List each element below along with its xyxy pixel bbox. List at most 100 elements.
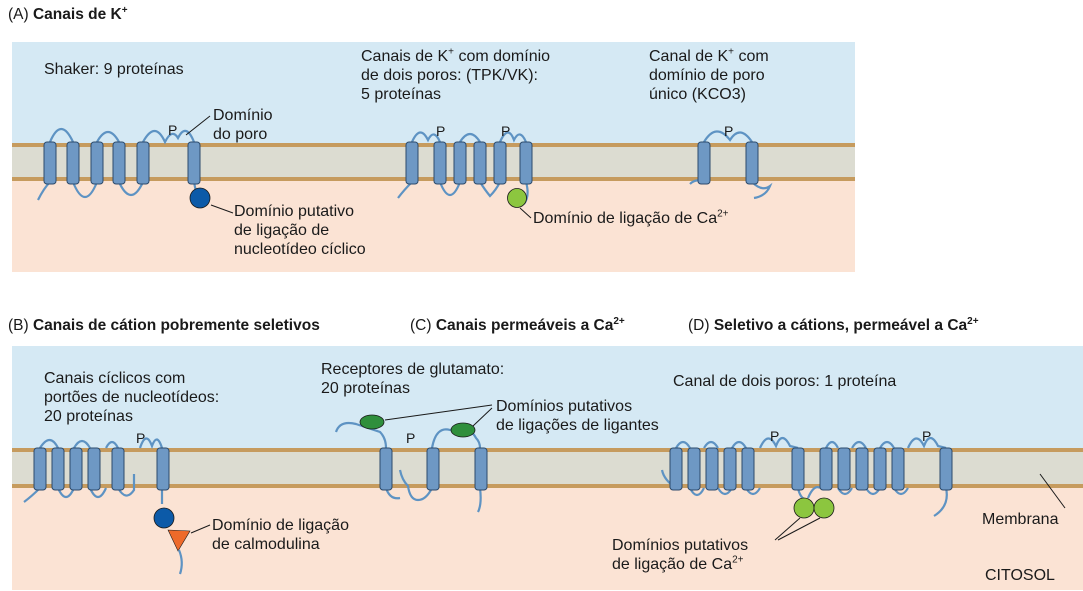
panel-a-extracellular <box>12 42 855 145</box>
tpc-helix-11 <box>891 447 905 491</box>
pore-domain-line1: Domínio <box>213 107 273 124</box>
tpk-calcium-domain <box>507 188 527 208</box>
cng-line1: Canais cíclicos com <box>44 370 186 387</box>
cng-channel-loops <box>23 437 164 504</box>
glutamate-helices <box>379 447 488 491</box>
shaker-loops <box>37 127 198 201</box>
panel-b-title: Canais de cátion pobremente seletivos <box>32 317 320 334</box>
pore-marker-shaker: P <box>168 122 178 138</box>
tpk-line1-sup: + <box>448 46 455 58</box>
panel-b-letter: (B) <box>8 317 29 334</box>
panel-d-heading: (D) Seletivo a cátions, permeável a Ca2+ <box>688 315 979 335</box>
cng-helix-3 <box>69 447 83 491</box>
shaker-helix-s1 <box>43 141 57 185</box>
ca-binding-leader <box>519 207 532 219</box>
cng-helices <box>33 447 170 491</box>
membrane-leader <box>1039 473 1066 509</box>
cng-helix-2 <box>51 447 65 491</box>
cytosol-label: CITOSOL <box>985 567 1055 584</box>
ligand-binding-domain-2 <box>450 422 476 438</box>
tpk-line3: 5 proteínas <box>361 86 442 103</box>
panel-bcd-membrane-bottom-edge <box>12 484 1083 488</box>
tpc-helix-9 <box>855 447 869 491</box>
kco3-helices <box>697 141 759 185</box>
tpk-helix-5 <box>493 141 507 185</box>
panel-a-title: Canais de K <box>32 6 122 23</box>
tpc-helix-7 <box>819 447 833 491</box>
cng-helix-6 <box>156 447 170 491</box>
ca-binding-text: Domínio de ligação de Ca <box>533 210 718 227</box>
panel-bcd-membrane-top-edge <box>12 448 1083 452</box>
ligand-line2: de ligações de ligantes <box>496 417 659 434</box>
glutamate-helix-2 <box>426 447 440 491</box>
cng-c-terminal <box>177 549 183 575</box>
tpc-helix-1 <box>669 447 683 491</box>
shaker-channel <box>37 127 198 201</box>
calmodulin-binding-domain <box>167 529 191 552</box>
cam-line1: Domínio de ligação <box>212 517 349 534</box>
cnbd-leader <box>210 204 234 214</box>
tpc-helix-12 <box>939 447 953 491</box>
panel-d-title-sup: 2+ <box>967 315 979 327</box>
shaker-helix-s4 <box>112 141 126 185</box>
panel-c-title: Canais permeáveis a Ca <box>435 317 614 334</box>
cng-helix-5 <box>111 447 125 491</box>
tpc-helix-8 <box>837 447 851 491</box>
cng-cnbd-domain <box>153 507 175 529</box>
pore-marker-tpc-1: P <box>770 428 780 444</box>
shaker-label: Shaker: 9 proteínas <box>44 61 184 78</box>
panel-bcd-membrane <box>12 450 1083 486</box>
tpk-helix-2 <box>433 141 447 185</box>
tpc-helix-5 <box>741 447 755 491</box>
pore-marker-glutamate: P <box>406 430 416 446</box>
glutamate-helix-3 <box>474 447 488 491</box>
ligand-label: Domínios putativos de ligações de ligant… <box>496 397 659 435</box>
kco3-line1-a: Canal de K <box>649 48 729 65</box>
panel-bcd-cytosol <box>12 486 1083 590</box>
ca-domains-line1: Domínios putativos <box>612 537 749 554</box>
cnbd-domain <box>189 187 211 209</box>
panel-c-title-sup: 2+ <box>613 315 625 327</box>
tpc-helix-6 <box>791 447 805 491</box>
kco3-label: Canal de K+ com domínio de poro único (K… <box>649 47 769 104</box>
tpc-helix-2 <box>687 447 701 491</box>
kco3-helix-2 <box>745 141 759 185</box>
tpk-helix-1 <box>405 141 419 185</box>
calmodulin-leader <box>190 524 211 534</box>
tpc-helices <box>669 447 953 491</box>
panel-bcd-extracellular <box>12 346 1083 450</box>
calmodulin-label: Domínio de ligação de calmodulina <box>212 516 349 554</box>
ca-domains-sup: 2+ <box>732 554 744 566</box>
kco3-line1-b: com <box>734 48 769 65</box>
shaker-helix-s5 <box>136 141 150 185</box>
cng-line3: 20 proteínas <box>44 408 133 425</box>
shaker-helix-s3 <box>90 141 104 185</box>
ligand-line1: Domínios putativos <box>496 398 633 415</box>
panel-a-title-sup: + <box>121 4 128 16</box>
tpc-helix-4 <box>723 447 737 491</box>
pore-marker-tpc-2: P <box>922 428 932 444</box>
tpk-line1-a: Canais de K <box>361 48 449 65</box>
ligand-leader-1 <box>384 404 493 421</box>
pore-marker-kco3: P <box>724 123 734 139</box>
tpk-helices <box>405 141 533 185</box>
cng-helix-4 <box>87 447 101 491</box>
cng-line2: portões de nucleotídeos: <box>44 389 220 406</box>
panel-c-letter: (C) <box>410 317 432 334</box>
tpc-label: Canal de dois poros: 1 proteína <box>673 373 897 390</box>
glutamate-helix-1 <box>379 447 393 491</box>
ligand-leader-2 <box>472 407 493 427</box>
pore-domain-leader <box>185 115 211 136</box>
ca-domains-label: Domínios putativos de ligação de Ca2+ <box>612 536 748 574</box>
ca-domains-line2: de ligação de Ca <box>612 556 733 573</box>
tpk-helix-3 <box>453 141 467 185</box>
ligand-binding-domain-1 <box>359 414 385 430</box>
kco3-line2: domínio de poro <box>649 67 765 84</box>
pore-marker-cng: P <box>136 430 146 446</box>
kco3-line3: único (KCO3) <box>649 86 746 103</box>
glu-line1: Receptores de glutamato: <box>321 361 505 378</box>
kco3-helix-1 <box>697 141 711 185</box>
kco3-line1-sup: + <box>728 46 735 58</box>
tpc-calcium-domain-2 <box>813 497 835 519</box>
